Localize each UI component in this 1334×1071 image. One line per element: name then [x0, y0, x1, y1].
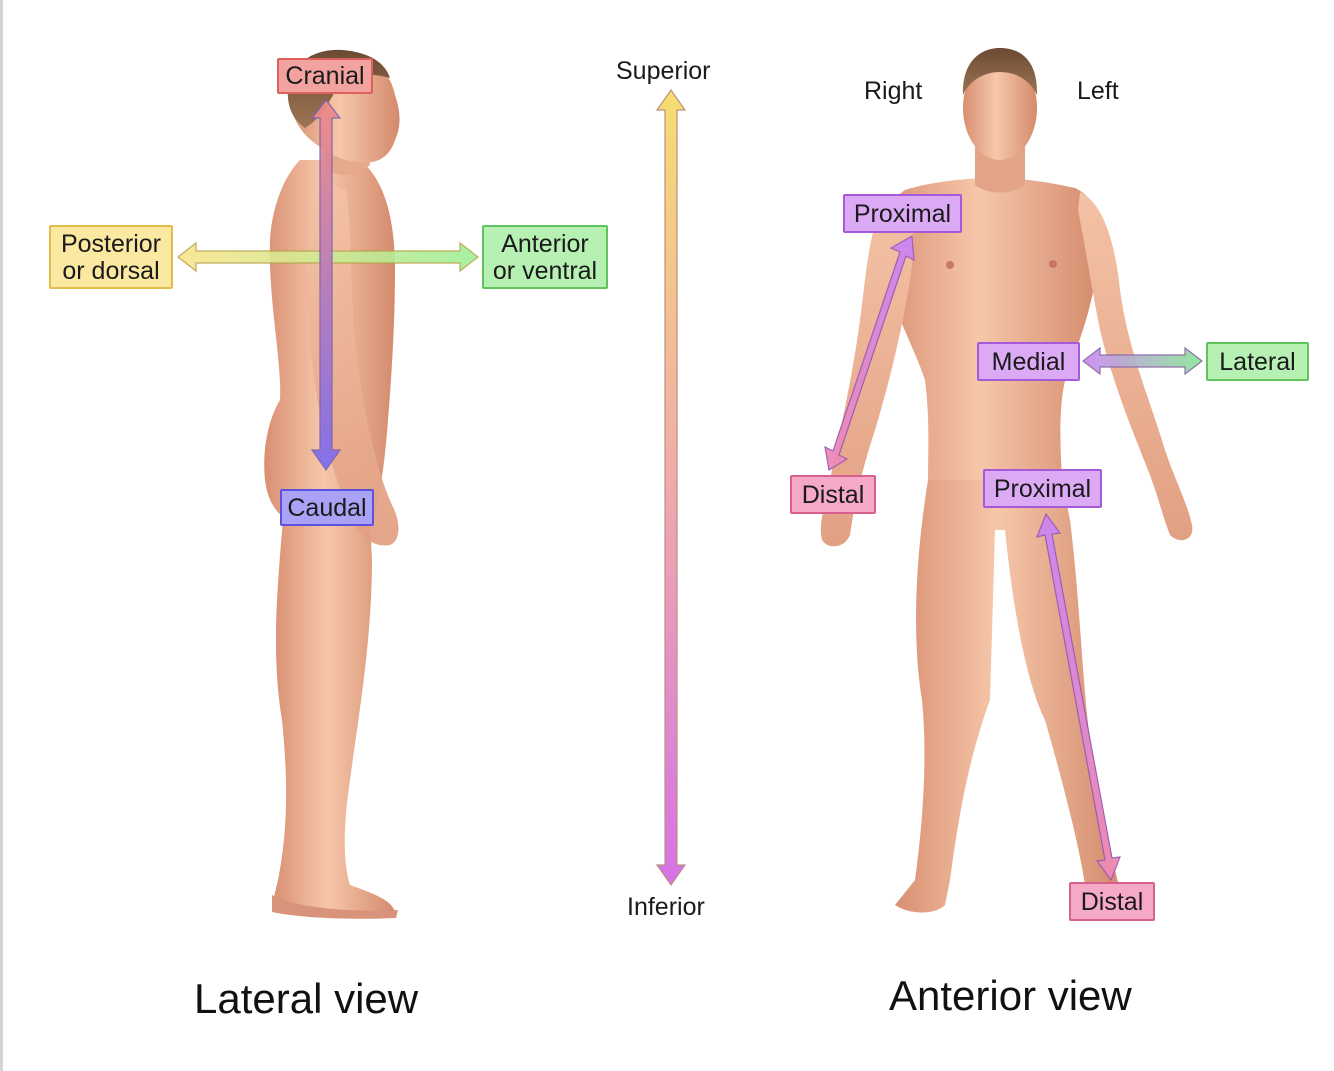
inferior-label: Inferior [627, 893, 705, 921]
right-nipple [946, 261, 954, 269]
posterior-line-1: Posterior [60, 230, 162, 258]
right-side-label: Right [864, 77, 923, 105]
leg-proximal-label: Proximal [983, 469, 1102, 508]
leg-distal-label: Distal [1069, 882, 1155, 921]
anterior-line-1: Anterior [501, 230, 589, 258]
posterior-line-2: or dorsal [62, 257, 160, 285]
caudal-label: Caudal [280, 489, 374, 526]
arm-proximal-distal-arrow [824, 235, 915, 471]
posterior-label: Posterior or dorsal [49, 225, 173, 289]
lateral-legs [272, 520, 395, 914]
leg-proximal-distal-arrow [1036, 512, 1121, 882]
left-nipple [1049, 260, 1057, 268]
anterior-hair [962, 48, 1038, 95]
superior-label: Superior [616, 57, 711, 85]
anterior-head [963, 56, 1037, 160]
cranial-label: Cranial [277, 58, 373, 94]
arm-distal-label: Distal [790, 475, 876, 514]
anterior-legs [895, 470, 1122, 913]
left-side-label: Left [1077, 77, 1119, 105]
medial-lateral-arrow [1082, 346, 1203, 376]
anterior-view-caption: Anterior view [889, 972, 1132, 1019]
anterior-torso [880, 178, 1100, 480]
superior-inferior-arrow [655, 88, 687, 887]
left-border [0, 0, 3, 1071]
lateral-view-caption: Lateral view [194, 975, 419, 1022]
arm-proximal-label: Proximal [843, 194, 962, 233]
lateral-foot [272, 895, 398, 919]
anterior-line-2: or ventral [492, 257, 598, 285]
cranial-caudal-arrow [310, 99, 342, 472]
anterior-label: Anterior or ventral [482, 225, 608, 289]
medial-label: Medial [977, 342, 1080, 381]
lateral-label: Lateral [1206, 342, 1309, 381]
